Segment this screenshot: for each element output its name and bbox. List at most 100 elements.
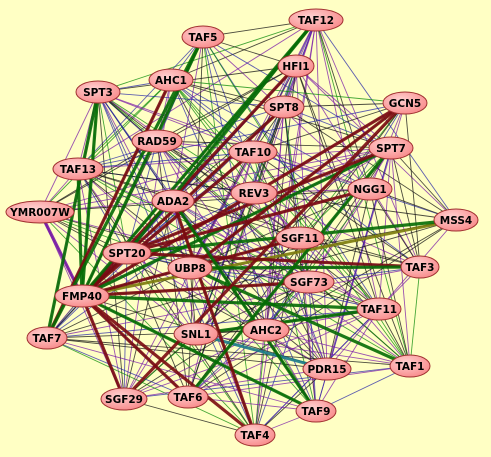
edge-spt20-ngg1	[126, 187, 371, 255]
node-label: TAF5	[189, 32, 218, 44]
node-taf11[interactable]: TAF11	[356, 297, 402, 321]
node-label: YMR007W	[9, 207, 70, 219]
node-taf13[interactable]: TAF13	[52, 157, 104, 181]
edge-thin	[326, 188, 371, 370]
edge-fmp40-taf6	[80, 294, 190, 399]
edge-thin	[315, 365, 411, 412]
node-taf10[interactable]: TAF10	[228, 140, 278, 164]
node-ymr007w[interactable]: YMR007W	[5, 200, 75, 224]
edge-fmp40-taf11	[81, 294, 380, 311]
edge-thin	[187, 281, 310, 398]
node-ellipse	[275, 226, 325, 250]
node-label: TAF3	[406, 262, 435, 274]
node-label: TAF1	[396, 361, 425, 373]
edge-ada2-taf9	[171, 200, 318, 412]
edge-thin	[97, 91, 197, 335]
node-fmp40[interactable]: FMP40	[54, 284, 110, 308]
edge-ubp8-taf3	[189, 265, 421, 270]
node-taf9[interactable]: TAF9	[295, 399, 337, 423]
node-label: SPT3	[83, 87, 113, 99]
node-ellipse	[263, 95, 305, 119]
node-ada2[interactable]: ADA2	[151, 189, 195, 213]
node-spt8[interactable]: SPT8	[263, 95, 305, 119]
node-taf6[interactable]: TAF6	[167, 385, 209, 409]
node-label: HFI1	[282, 61, 309, 73]
edge-thin	[172, 200, 380, 310]
edge-thin	[156, 65, 297, 142]
edge-thin	[390, 147, 457, 221]
node-label: REV3	[239, 188, 270, 200]
edge-thin	[97, 91, 191, 269]
node-spt20[interactable]: SPT20	[102, 241, 152, 265]
edge-thin	[46, 337, 189, 398]
node-taf12[interactable]: TAF12	[288, 8, 344, 32]
node-ellipse	[100, 387, 148, 411]
node-taf4[interactable]: TAF4	[234, 423, 276, 447]
node-sgf29[interactable]: SGF29	[100, 387, 148, 411]
node-label: SGF29	[105, 394, 143, 406]
node-sgf73[interactable]: SGF73	[283, 270, 335, 294]
node-ellipse	[242, 318, 290, 342]
edge-thin	[77, 168, 128, 254]
node-ahc1[interactable]: AHC1	[148, 68, 194, 92]
node-label: RAD59	[137, 136, 177, 148]
edge-thin	[156, 140, 392, 149]
node-label: ADA2	[157, 196, 189, 208]
edge-thin	[404, 102, 421, 268]
node-taf7[interactable]: TAF7	[26, 326, 68, 350]
node-ellipse	[75, 80, 121, 104]
node-label: TAF7	[33, 333, 62, 345]
node-label: SPT8	[269, 102, 299, 114]
edge-thin	[123, 252, 128, 400]
node-ellipse	[181, 25, 225, 49]
node-label: GCN5	[389, 98, 421, 110]
node-taf3[interactable]: TAF3	[400, 255, 440, 279]
edge-thin	[46, 308, 380, 339]
edge-thin	[326, 219, 457, 370]
edge-ubp8-taf1	[189, 266, 411, 368]
node-ellipse	[382, 91, 428, 115]
node-ellipse	[54, 284, 110, 308]
edge-thin	[39, 91, 99, 213]
node-taf1[interactable]: TAF1	[389, 354, 431, 378]
edge-thin	[252, 151, 421, 268]
edge-thin	[39, 188, 371, 213]
edge-thin	[195, 333, 411, 367]
node-ellipse	[230, 181, 278, 205]
edge-thin	[46, 337, 411, 367]
node-spt3[interactable]: SPT3	[75, 80, 121, 104]
edge-thin	[299, 237, 411, 367]
node-ngg1[interactable]: NGG1	[347, 177, 393, 201]
node-hfi1[interactable]: HFI1	[277, 54, 315, 78]
edge-thin	[97, 65, 297, 93]
node-pdr15[interactable]: PDR15	[302, 357, 352, 381]
node-label: UBP8	[174, 263, 206, 275]
node-gcn5[interactable]: GCN5	[382, 91, 428, 115]
edge-thin	[187, 365, 411, 398]
edge-ada2-taf4	[171, 200, 257, 436]
node-snl1[interactable]: SNL1	[173, 322, 219, 346]
node-rev3[interactable]: REV3	[230, 181, 278, 205]
node-ellipse	[302, 357, 352, 381]
node-label: SGF73	[290, 277, 328, 289]
edge-thin	[170, 79, 406, 104]
edge-thin	[46, 219, 457, 339]
node-label: FMP40	[62, 291, 102, 303]
edge-thin	[369, 188, 421, 268]
node-label: TAF6	[174, 392, 203, 404]
node-rad59[interactable]: RAD59	[131, 129, 183, 153]
node-label: TAF4	[241, 430, 270, 442]
node-spt7[interactable]: SPT7	[368, 136, 414, 160]
node-ubp8[interactable]: UBP8	[167, 256, 213, 280]
node-mss4[interactable]: MSS4	[433, 208, 479, 232]
edge-thin	[315, 19, 457, 221]
node-ahc2[interactable]: AHC2	[242, 318, 290, 342]
edge-thin	[265, 329, 411, 367]
node-taf5[interactable]: TAF5	[181, 25, 225, 49]
node-ellipse	[102, 241, 152, 265]
edge-thin	[254, 106, 285, 436]
edge-thin	[39, 79, 172, 213]
node-sgf11[interactable]: SGF11	[275, 226, 325, 250]
edge-thin	[202, 36, 256, 436]
